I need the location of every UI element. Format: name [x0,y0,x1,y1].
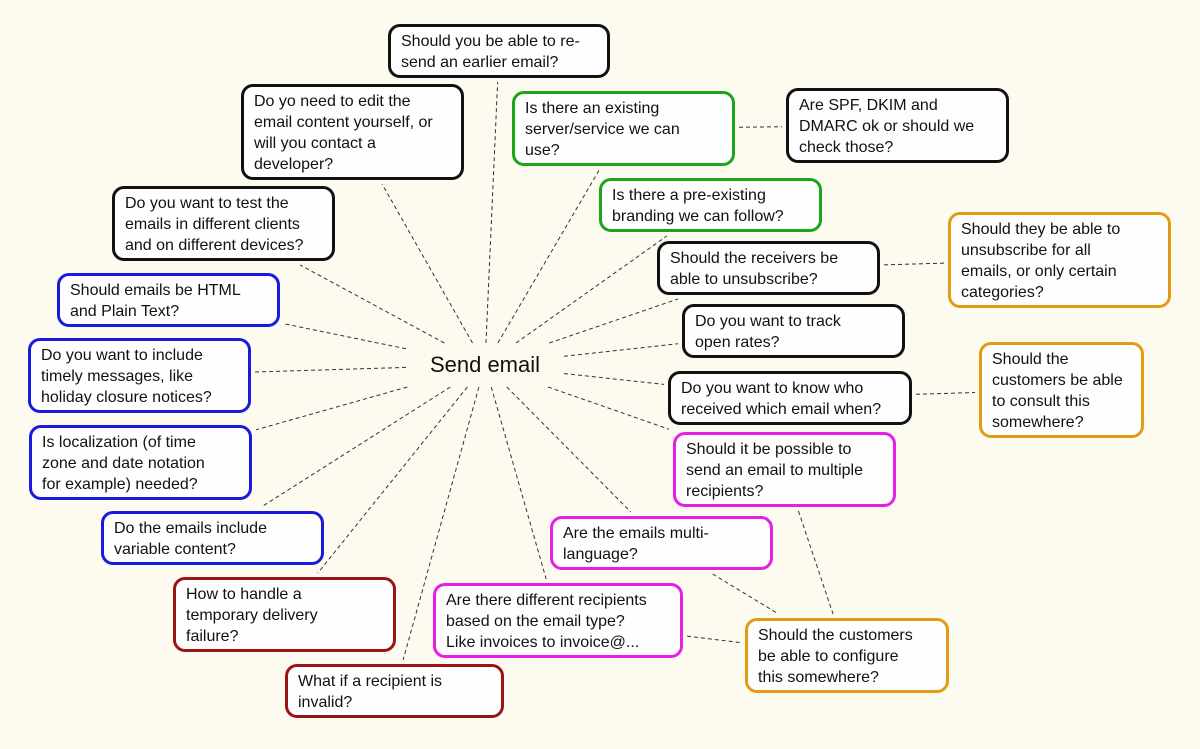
node-multi-language: Are the emails multi- language? [550,516,773,570]
connector-root-timely [254,366,407,373]
node-invalid-recipient: What if a recipient is invalid? [285,664,504,718]
connector-root-recipients-type [490,386,547,580]
connector-root-multiple-recipients [547,386,670,430]
node-html-plain: Should emails be HTML and Plain Text? [57,273,280,327]
connector-unsubscribe-unsubscribe-all [883,262,945,266]
connector-who-received-consult [915,392,976,395]
node-configure: Should the customers be able to configur… [745,618,949,693]
node-timely-messages: Do you want to include timely messages, … [28,338,251,413]
connector-root-existing-server [497,169,600,344]
node-unsubscribe-all: Should they be able to unsubscribe for a… [948,212,1171,308]
node-recipients-type: Are there different recipients based on … [433,583,683,658]
root-node: Send email [410,347,560,383]
node-who-received: Do you want to know who received which e… [668,371,912,425]
node-existing-server: Is there an existing server/service we c… [512,91,735,166]
node-resend: Should you be able to re- send an earlie… [388,24,610,78]
node-open-rates: Do you want to track open rates? [682,304,905,358]
node-spf-dkim-dmarc: Are SPF, DKIM and DMARC ok or should we … [786,88,1009,163]
connector-root-html-plain [283,323,407,350]
connector-root-variable-content [261,386,451,508]
connector-multiple-recipients-configure [797,510,834,615]
node-test-clients: Do you want to test the emails in differ… [112,186,335,261]
node-consult: Should the customers be able to consult … [979,342,1144,438]
node-edit-content: Do yo need to edit the email content you… [241,84,464,180]
connector-root-temp-failure [317,386,468,574]
node-multiple-recipients: Should it be possible to send an email t… [673,432,896,507]
connector-root-unsubscribe [549,298,679,344]
connector-root-who-received [563,373,665,385]
connector-root-localization [255,386,408,431]
node-branding: Is there a pre-existing branding we can … [599,178,822,232]
connector-recipients-type-configure [686,635,742,644]
connector-root-branding [515,235,668,344]
connector-root-resend [485,81,499,344]
connector-root-multi-language [506,386,632,513]
node-variable-content: Do the emails include variable content? [101,511,324,565]
connector-root-open-rates [563,343,679,357]
node-unsubscribe: Should the receivers be able to unsubscr… [657,241,880,295]
connector-multi-language-configure [712,573,779,615]
connector-root-edit-content [381,183,473,344]
node-temporary-failure: How to handle a temporary delivery failu… [173,577,396,652]
connector-root-test-clients [299,264,445,344]
node-localization: Is localization (of time zone and date n… [29,425,252,500]
